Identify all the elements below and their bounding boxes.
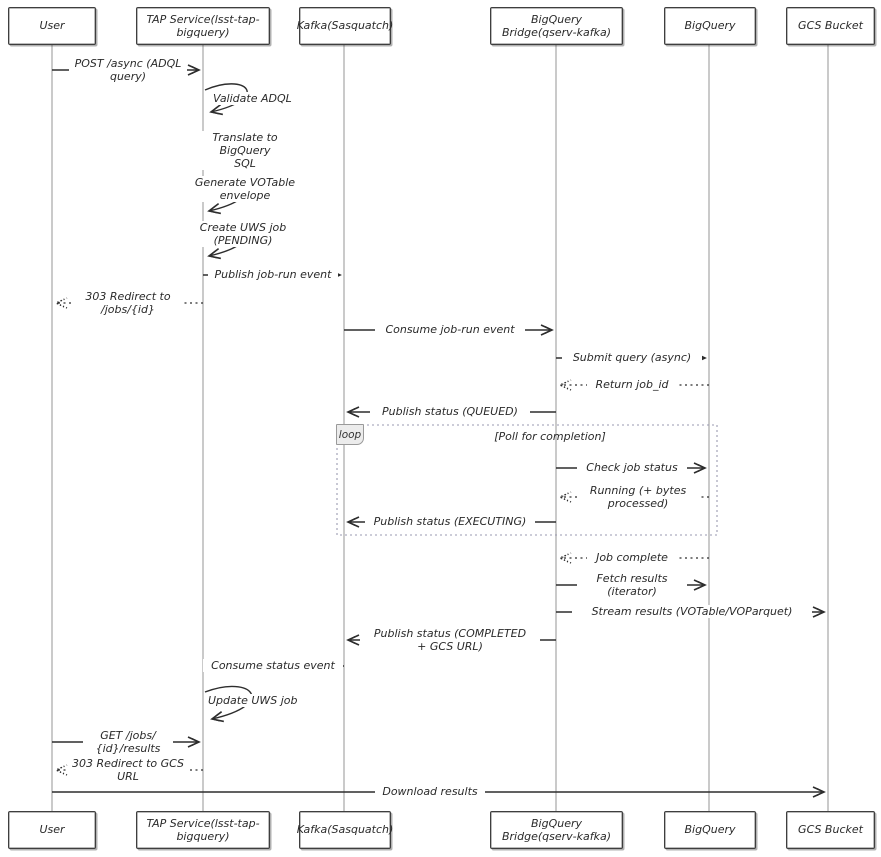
message-submit-query: Submit query (async) <box>562 351 702 364</box>
message-update-uws-job: Update UWS job <box>206 694 300 707</box>
participant-kafka-top: Kafka(Sasquatch) <box>296 7 394 45</box>
participant-label: BigQuery <box>684 19 736 33</box>
message-check-job-status: Check job status <box>577 461 687 474</box>
participant-bigquery-bottom: BigQuery <box>664 811 756 849</box>
participant-label: BigQuery Bridge(qserv-kafka) <box>501 12 612 39</box>
message-generate-votable: Generate VOTable envelope <box>185 176 305 202</box>
participant-gcs-bucket-bottom: GCS Bucket <box>786 811 875 849</box>
message-create-uws-job: Create UWS job (PENDING) <box>188 221 298 247</box>
participant-bigquery-bridge-bottom: BigQuery Bridge(qserv-kafka) <box>490 811 623 849</box>
message-job-complete: Job complete <box>587 551 677 564</box>
participant-label: GCS Bucket <box>798 823 863 837</box>
message-publish-queued: Publish status (QUEUED) <box>370 405 530 418</box>
message-publish-job-run: Publish job-run event <box>208 268 338 281</box>
message-fetch-results: Fetch results (iterator) <box>577 572 687 598</box>
message-validate-adql: Validate ADQL <box>211 92 294 105</box>
participant-bigquery-top: BigQuery <box>664 7 756 45</box>
message-303-redirect-gcs: 303 Redirect to GCS URL <box>68 757 188 783</box>
participant-label: BigQuery Bridge(qserv-kafka) <box>501 816 612 843</box>
message-return-job-id: Return job_id <box>587 378 677 391</box>
message-translate-sql: Translate to BigQuery SQL <box>185 131 305 170</box>
message-running-bytes: Running (+ bytes processed) <box>578 484 698 510</box>
participant-label: TAP Service(lsst-tap-bigquery) <box>146 816 260 843</box>
participant-label: TAP Service(lsst-tap-bigquery) <box>146 12 260 39</box>
participant-label: BigQuery <box>684 823 736 837</box>
message-303-redirect-jobs: 303 Redirect to /jobs/{id} <box>73 290 183 316</box>
loop-condition-text: [Poll for completion] <box>494 430 606 443</box>
participant-kafka-bottom: Kafka(Sasquatch) <box>296 811 394 849</box>
message-publish-executing: Publish status (EXECUTING) <box>365 515 535 528</box>
message-download-results: Download results <box>375 785 485 798</box>
participant-label: Kafka(Sasquatch) <box>296 823 394 837</box>
message-stream-results: Stream results (VOTable/VOParquet) <box>572 605 812 618</box>
lifelines <box>51 44 829 812</box>
participant-label: Kafka(Sasquatch) <box>296 19 394 33</box>
message-consume-status: Consume status event <box>203 659 343 672</box>
participant-gcs-bucket-top: GCS Bucket <box>786 7 875 45</box>
participant-label: GCS Bucket <box>798 19 863 33</box>
arrow-update-uws-self <box>204 685 253 723</box>
participant-label: User <box>39 823 65 837</box>
participant-tap-service-bottom: TAP Service(lsst-tap-bigquery) <box>136 811 270 849</box>
participant-label: User <box>39 19 65 33</box>
message-consume-job-run: Consume job-run event <box>375 323 525 336</box>
participant-user-top: User <box>8 7 96 45</box>
loop-label-tag: loop <box>336 424 364 445</box>
message-post-async: POST /async (ADQL query) <box>69 57 187 83</box>
participant-bigquery-bridge-top: BigQuery Bridge(qserv-kafka) <box>490 7 623 45</box>
participant-user-bottom: User <box>8 811 96 849</box>
participant-tap-service-top: TAP Service(lsst-tap-bigquery) <box>136 7 270 45</box>
message-arrows <box>52 64 826 792</box>
arrow-validate-adql-self <box>204 83 248 116</box>
message-publish-completed: Publish status (COMPLETED + GCS URL) <box>360 627 540 653</box>
message-get-jobs-results: GET /jobs/ {id}/results <box>83 729 173 755</box>
